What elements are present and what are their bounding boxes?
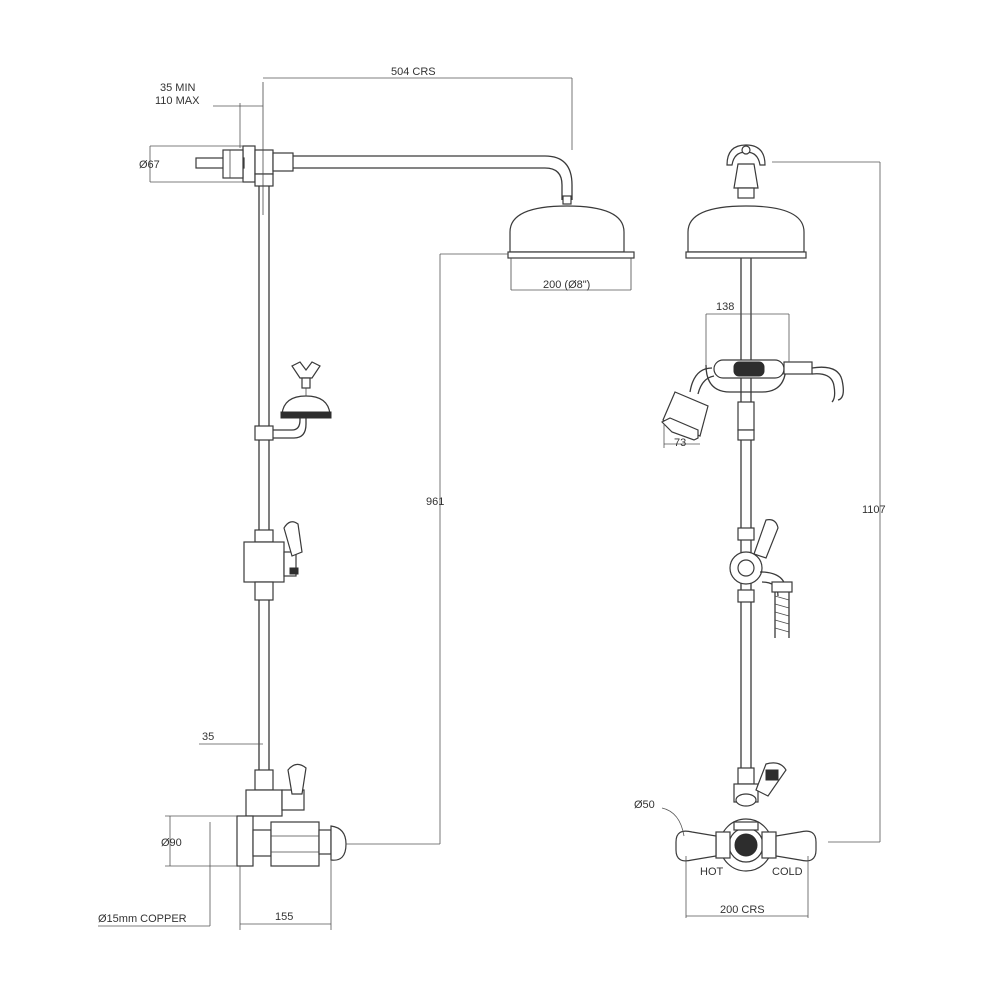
valve-side [236, 763, 347, 867]
dim-handset-head: 73 [674, 437, 686, 449]
dim-rail-height-side: 961 [426, 496, 444, 508]
dim-projection: 155 [275, 911, 293, 923]
dimension-lines-side [98, 77, 631, 930]
label-cold: COLD [772, 866, 803, 878]
wall-bracket [195, 145, 256, 183]
dim-arm-centres: 504 CRS [391, 66, 436, 78]
valve-front [675, 762, 817, 872]
handset-holder-side [254, 361, 332, 441]
dim-offset-min: 35 MIN [160, 82, 196, 94]
diverter-side [243, 521, 303, 601]
label-hot: HOT [700, 866, 724, 878]
front-elevation: 138 73 1107 Ø50 HOT COLD 200 CRS [634, 144, 886, 918]
dim-offset-max: 110 MAX [155, 95, 200, 107]
dim-wall-plate-diameter: Ø67 [139, 159, 160, 171]
dim-handset-width: 138 [716, 301, 734, 313]
diverter-front [729, 519, 793, 638]
dim-overall-height: 1107 [862, 504, 886, 516]
dim-head-diameter: 200 (Ø8") [543, 279, 590, 291]
dim-elbow-diameter: Ø50 [634, 799, 655, 811]
shower-head-front [685, 205, 807, 259]
side-elevation: 35 MIN 110 MAX 504 CRS Ø67 200 (Ø8") 961… [98, 66, 635, 930]
dim-pipe-spec: Ø15mm COPPER [98, 913, 187, 925]
handset-front [660, 359, 844, 441]
dimension-lines-front [661, 161, 881, 918]
shower-head-side [507, 205, 635, 290]
dim-inlet-centres: 200 CRS [720, 904, 765, 916]
dim-valve-diameter: Ø90 [161, 837, 182, 849]
dim-valve-depth: 35 [202, 731, 214, 743]
wall-mount-front [726, 144, 766, 199]
